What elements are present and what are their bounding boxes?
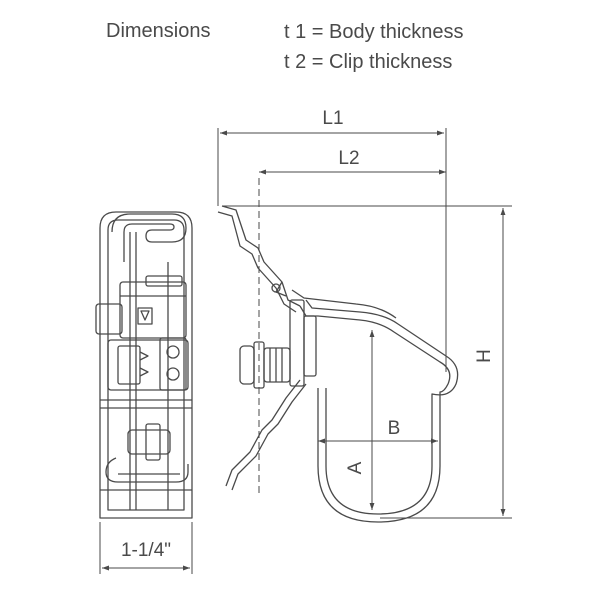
h-dimension bbox=[222, 205, 512, 519]
front-view-body-outline bbox=[99, 211, 193, 519]
h-label: H bbox=[474, 349, 495, 363]
width-dimension-label: 1-1/4" bbox=[121, 540, 171, 561]
l2-label: L2 bbox=[338, 148, 359, 169]
legend-clip-thickness: t 2 = Clip thickness bbox=[284, 51, 453, 73]
side-view-flange-outer bbox=[221, 205, 301, 307]
front-view-clip-block bbox=[119, 281, 187, 339]
front-view bbox=[95, 211, 193, 519]
side-view-nut bbox=[239, 345, 255, 385]
side-view-flange-inner bbox=[217, 211, 297, 313]
l1-dimension bbox=[217, 128, 447, 372]
b-label: B bbox=[388, 418, 401, 439]
front-view-top-hook bbox=[111, 213, 187, 262]
width-dimension bbox=[99, 522, 193, 574]
side-view bbox=[217, 205, 459, 523]
a-label: A bbox=[345, 461, 366, 474]
front-view-hole-upper bbox=[166, 345, 180, 359]
front-view-lower-clip bbox=[127, 429, 171, 455]
legend-body-thickness: t 1 = Body thickness bbox=[284, 21, 464, 43]
front-view-body-inner bbox=[107, 219, 185, 511]
side-view-clip-plate bbox=[289, 299, 305, 387]
front-view-hole-lower bbox=[166, 367, 180, 381]
side-view-hook-outer bbox=[299, 305, 451, 523]
side-view-hook-inner bbox=[305, 299, 459, 515]
front-view-clip-body bbox=[107, 339, 189, 391]
l1-label: L1 bbox=[322, 108, 343, 129]
legend-title: Dimensions bbox=[106, 20, 211, 42]
